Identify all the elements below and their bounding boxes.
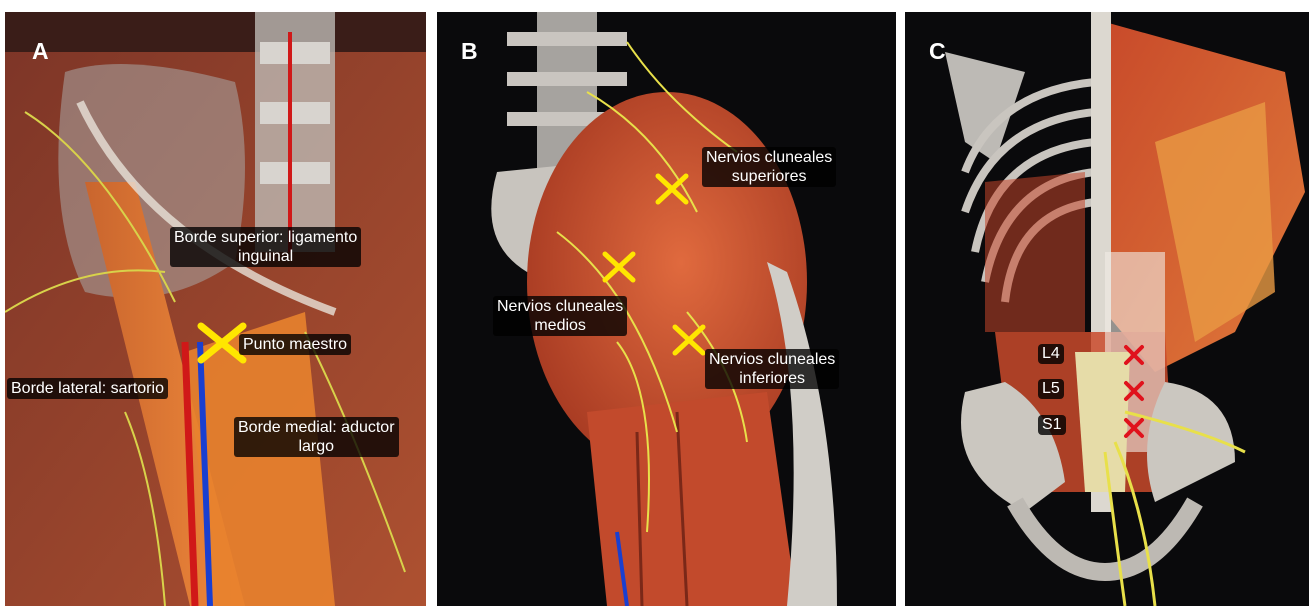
label-inferior-cluneal-line2: inferiores xyxy=(709,369,835,388)
label-superior-border-line2: inguinal xyxy=(174,247,357,266)
label-lateral-border: Borde lateral: sartorio xyxy=(7,378,168,399)
label-superior-border: Borde superior: ligamento inguinal xyxy=(170,227,361,267)
level-label-l4: L4 xyxy=(1038,344,1064,364)
label-superior-cluneal-line1: Nervios cluneales xyxy=(706,148,832,167)
superior-cluneal-x-marker xyxy=(654,172,690,206)
medial-cluneal-x-marker xyxy=(601,250,637,284)
label-inferior-cluneal: Nervios cluneales inferiores xyxy=(705,349,839,389)
label-master-point: Punto maestro xyxy=(239,334,351,355)
inferior-cluneal-x-marker xyxy=(671,323,707,357)
s1-x-marker xyxy=(1123,417,1145,439)
level-label-l5: L5 xyxy=(1038,379,1064,399)
label-inferior-cluneal-line1: Nervios cluneales xyxy=(709,350,835,369)
panel-a-anatomy-illustration xyxy=(5,12,426,606)
label-superior-cluneal: Nervios cluneales superiores xyxy=(702,147,836,187)
panel-a-femoral-triangle: A Borde superior: ligamento inguinal Pun… xyxy=(5,12,426,606)
panel-c-letter: C xyxy=(929,38,946,65)
level-label-s1: S1 xyxy=(1038,415,1066,435)
label-medial-cluneal: Nervios cluneales medios xyxy=(493,296,627,336)
label-medial-cluneal-line2: medios xyxy=(497,316,623,335)
panel-b-cluneal-nerves: B Nervios cluneales superiores Nervios c… xyxy=(437,12,896,606)
label-medial-border: Borde medial: aductor largo xyxy=(234,417,399,457)
label-medial-border-line1: Borde medial: aductor xyxy=(238,418,395,437)
panel-b-letter: B xyxy=(461,38,478,65)
label-superior-cluneal-line2: superiores xyxy=(706,167,832,186)
l4-x-marker xyxy=(1123,344,1145,366)
label-medial-cluneal-line1: Nervios cluneales xyxy=(497,297,623,316)
label-medial-border-line2: largo xyxy=(238,437,395,456)
panel-a-letter: A xyxy=(32,38,49,65)
l5-x-marker xyxy=(1123,380,1145,402)
panel-c-anatomy-illustration xyxy=(905,12,1309,606)
label-superior-border-line1: Borde superior: ligamento xyxy=(174,228,357,247)
panel-c-lumbar-back: C L4 L5 S1 xyxy=(905,12,1309,606)
